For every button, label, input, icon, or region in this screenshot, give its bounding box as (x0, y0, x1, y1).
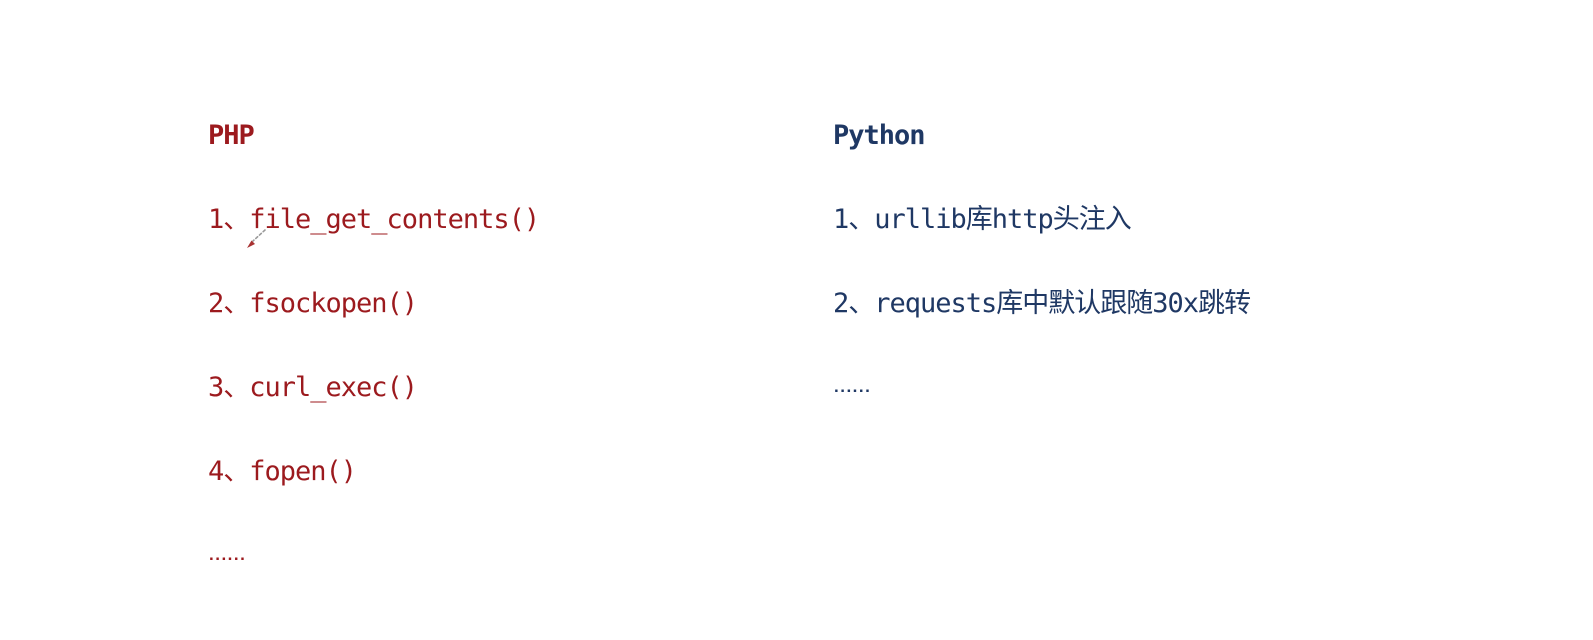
php-item-2: 2、fsockopen() (208, 288, 418, 319)
python-item-2: 2、requests库中默认跟随30x跳转 (833, 288, 1251, 319)
python-column-title: Python (833, 120, 926, 151)
php-item-4: 4、fopen() (208, 456, 357, 487)
python-ellipsis: ...... (834, 377, 872, 396)
php-item-3: 3、curl_exec() (208, 372, 418, 403)
php-item-1: 1、file_get_contents() (208, 204, 540, 235)
php-ellipsis: ...... (209, 545, 247, 564)
php-column-title: PHP (208, 120, 255, 151)
pen-cursor-icon (244, 226, 270, 252)
python-item-1: 1、urllib库http头注入 (833, 204, 1132, 235)
